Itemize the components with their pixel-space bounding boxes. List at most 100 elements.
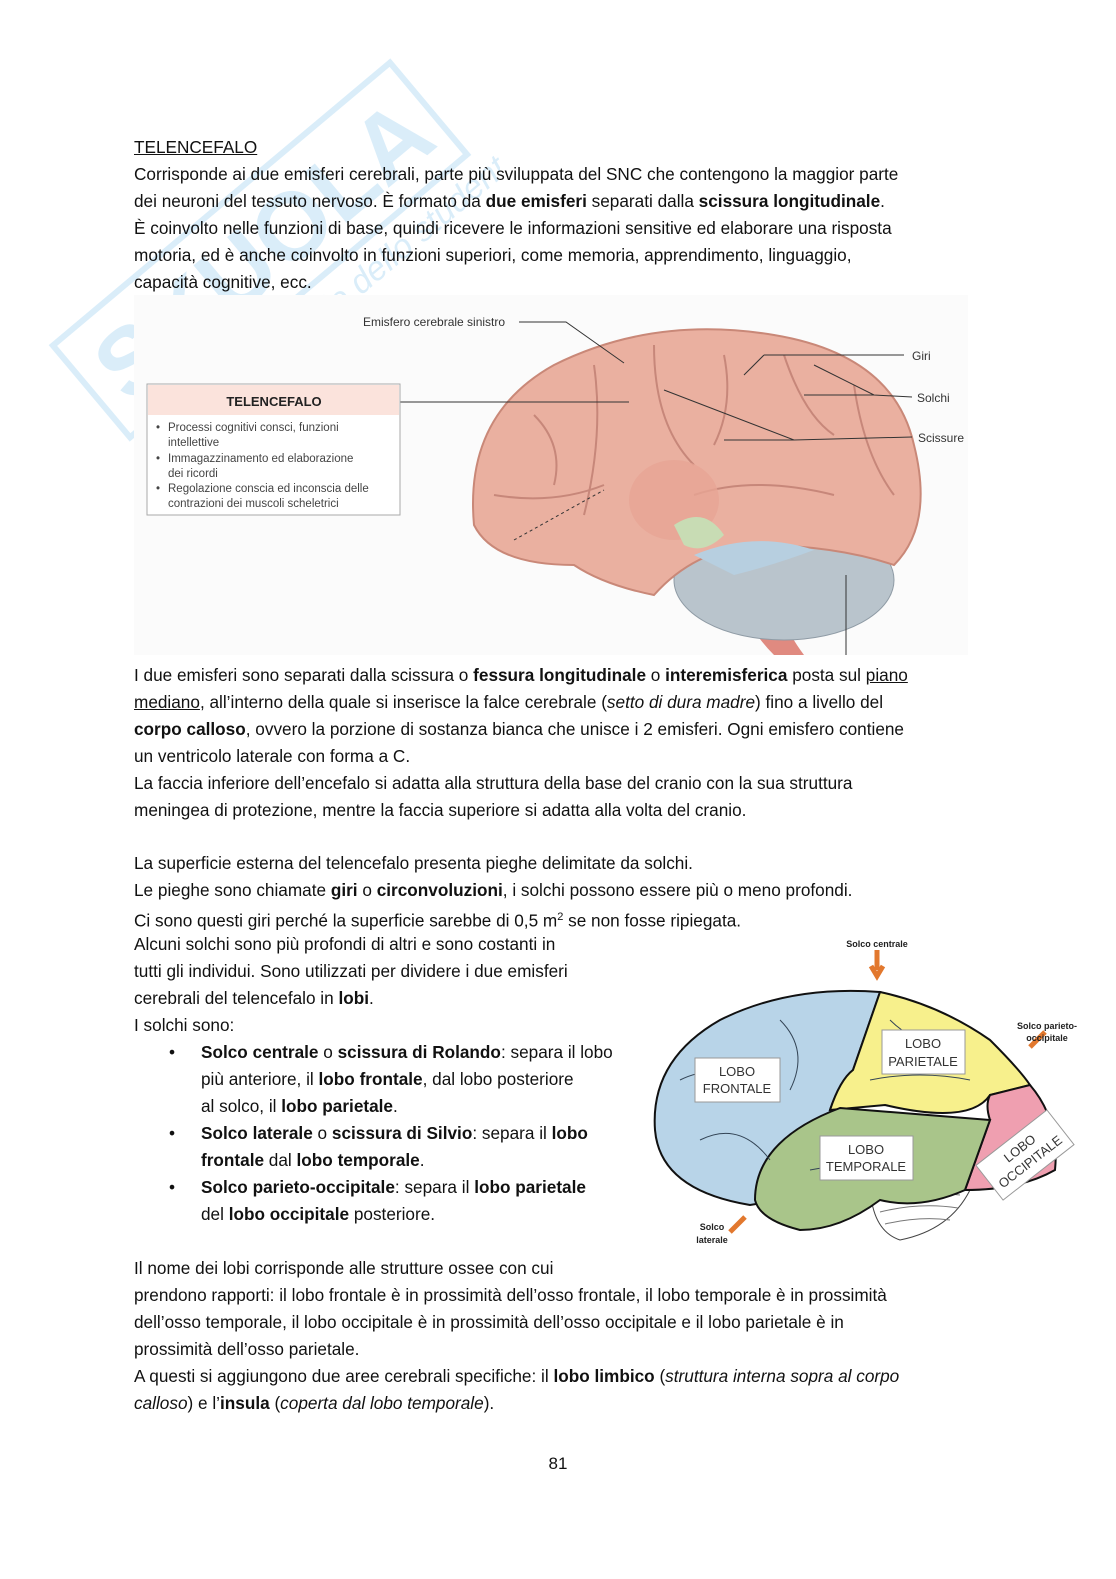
text-segment: .: [393, 1096, 398, 1116]
text-segment: o: [318, 1042, 338, 1062]
text-segment: motoria, ed è anche coinvolto in funzion…: [134, 245, 852, 265]
lobe-label: FRONTALE: [703, 1081, 772, 1096]
cerebral-cortex: [472, 328, 922, 597]
text-line: corpo calloso, ovvero la porzione di sos…: [134, 716, 908, 743]
text-line: Le pieghe sono chiamate giri o circonvol…: [134, 877, 852, 904]
label-hemisphere: Emisfero cerebrale sinistro: [363, 315, 505, 329]
lobe-label: LOBO: [848, 1142, 884, 1157]
text-line: La faccia inferiore dell’encefalo si ada…: [134, 770, 908, 797]
label-parieto-occipital-sulcus: Solco parieto-: [1017, 1021, 1077, 1031]
text-line: cerebrali del telencefalo in lobi.: [134, 985, 568, 1012]
bold-term: scissura di Silvio: [331, 1123, 473, 1143]
box-title: TELENCEFALO: [226, 394, 321, 409]
text-segment: Corrisponde ai due emisferi cerebrali, p…: [134, 164, 899, 184]
bold-term: corpo calloso: [134, 719, 246, 739]
text-line: dell’osso temporale, il lobo occipitale …: [134, 1309, 899, 1336]
underlined-text: piano: [865, 665, 908, 685]
text-segment: (: [654, 1366, 666, 1386]
box-item: contrazioni dei muscoli scheletrici: [168, 498, 339, 510]
label-lateral-sulcus: Solco: [700, 1222, 725, 1232]
brain-lateral-figure: Emisfero cerebrale sinistro Giri Solchi …: [134, 295, 968, 655]
lobe-label: LOBO: [905, 1036, 941, 1051]
bold-term: lobo frontale: [318, 1069, 423, 1089]
text-segment: (: [269, 1393, 281, 1413]
text-line: capacità cognitive, ecc.: [134, 269, 898, 296]
italic-text: setto di dura madre: [606, 692, 756, 712]
lobes-naming-paragraph: Il nome dei lobi corrisponde alle strutt…: [134, 1255, 899, 1417]
bold-term: lobo parietale: [474, 1177, 586, 1197]
text-line: Ci sono questi giri perché la superficie…: [134, 904, 852, 931]
text-line: prossimità dell’osso parietale.: [134, 1336, 899, 1363]
text-segment: Il nome dei lobi corrisponde alle strutt…: [134, 1258, 554, 1278]
text-segment: capacità cognitive, ecc.: [134, 272, 312, 292]
text-segment: prendono rapporti: il lobo frontale è in…: [134, 1285, 887, 1305]
italic-text: struttura interna sopra al corpo: [665, 1366, 900, 1386]
text-segment: .: [369, 988, 374, 1008]
text-segment: dell’osso temporale, il lobo occipitale …: [134, 1312, 844, 1332]
hemispheres-paragraph: I due emisferi sono separati dalla sciss…: [134, 662, 908, 824]
text-segment: I solchi sono:: [134, 1015, 235, 1035]
label-scissure: Scissure: [918, 431, 964, 445]
text-segment: posteriore.: [349, 1204, 436, 1224]
text-segment: I due emisferi sono separati dalla sciss…: [134, 665, 474, 685]
text-line: dei neuroni del tessuto nervoso. È forma…: [134, 188, 898, 215]
text-segment: , all’interno della quale si inserisce l…: [199, 692, 607, 712]
text-segment: Ci sono questi giri perché la superficie…: [134, 910, 558, 931]
text-segment: : separa il: [472, 1123, 552, 1143]
text-segment: , ovvero la porzione di sostanza bianca …: [245, 719, 904, 739]
list-item: • Solco centrale o scissura di Rolando: s…: [169, 1039, 613, 1120]
text-segment: o: [312, 1123, 332, 1143]
bold-term: due emisferi: [485, 191, 587, 211]
lobe-label: PARIETALE: [888, 1054, 958, 1069]
text-line: È coinvolto nelle funzioni di base, quin…: [134, 215, 898, 242]
text-line: Alcuni solchi sono più profondi di altri…: [134, 931, 568, 958]
svg-text:•: •: [156, 453, 160, 465]
list-item: • Solco parieto-occipitale: separa il lob…: [169, 1174, 613, 1228]
text-line: Corrisponde ai due emisferi cerebrali, p…: [134, 161, 898, 188]
label-parieto-occipital-sulcus: occipitale: [1026, 1033, 1068, 1043]
text-line: Solco laterale o scissura di Silvio: sep…: [201, 1120, 613, 1147]
text-segment: più anteriore, il: [201, 1069, 319, 1089]
text-segment: .: [880, 191, 885, 211]
text-line: calloso) e l’insula (coperta dal lobo te…: [134, 1390, 899, 1417]
bullet-icon: •: [169, 1177, 176, 1197]
text-line: La superficie esterna del telencefalo pr…: [134, 850, 852, 877]
text-segment: meningea di protezione, mentre la faccia…: [134, 800, 747, 820]
bold-term: interemisferica: [665, 665, 788, 685]
box-item: dei ricordi: [168, 468, 218, 480]
italic-text: coperta dal lobo temporale: [280, 1393, 484, 1413]
text-segment: La superficie esterna del telencefalo pr…: [134, 853, 693, 873]
bold-term: frontale: [201, 1150, 265, 1170]
bold-term: circonvoluzioni: [376, 880, 503, 900]
svg-text:•: •: [156, 422, 160, 434]
text-segment: separati dalla: [586, 191, 699, 211]
text-segment: È coinvolto nelle funzioni di base, quin…: [134, 218, 892, 238]
surface-paragraph: La superficie esterna del telencefalo pr…: [134, 850, 852, 931]
text-line: Solco parieto-occipitale: separa il lobo…: [201, 1174, 613, 1201]
bold-term: scissura longitudinale: [698, 191, 881, 211]
brain-lobes-figure: Solco centrale Solco parieto- occipitale…: [653, 939, 1077, 1245]
text-line: al solco, il lobo parietale.: [201, 1093, 613, 1120]
bold-term: lobo temporale: [296, 1150, 420, 1170]
text-line: Solco centrale o scissura di Rolando: se…: [201, 1039, 613, 1066]
box-item: intellettive: [168, 437, 219, 449]
bold-term: lobi: [338, 988, 370, 1008]
text-segment: La faccia inferiore dell’encefalo si ada…: [134, 773, 853, 793]
text-segment: ) fino a livello del: [755, 692, 884, 712]
text-segment: cerebrali del telencefalo in: [134, 988, 339, 1008]
text-segment: , i solchi possono essere più o meno pro…: [502, 880, 853, 900]
text-segment: Le pieghe sono chiamate: [134, 880, 331, 900]
bold-term: giri: [330, 880, 358, 900]
lobe-label: TEMPORALE: [826, 1159, 907, 1174]
text-line: motoria, ed è anche coinvolto in funzion…: [134, 242, 898, 269]
label-central-sulcus: Solco centrale: [846, 939, 908, 949]
text-segment: : separa il: [394, 1177, 475, 1197]
text-segment: al solco, il: [201, 1096, 282, 1116]
sulci-paragraph: Alcuni solchi sono più profondi di altri…: [134, 931, 568, 1039]
text-line: I due emisferi sono separati dalla sciss…: [134, 662, 908, 689]
text-line: mediano, all’interno della quale si inse…: [134, 689, 908, 716]
text-segment: del: [201, 1204, 229, 1224]
text-line: un ventricolo laterale con forma a C.: [134, 743, 908, 770]
bullet-icon: •: [169, 1042, 176, 1062]
